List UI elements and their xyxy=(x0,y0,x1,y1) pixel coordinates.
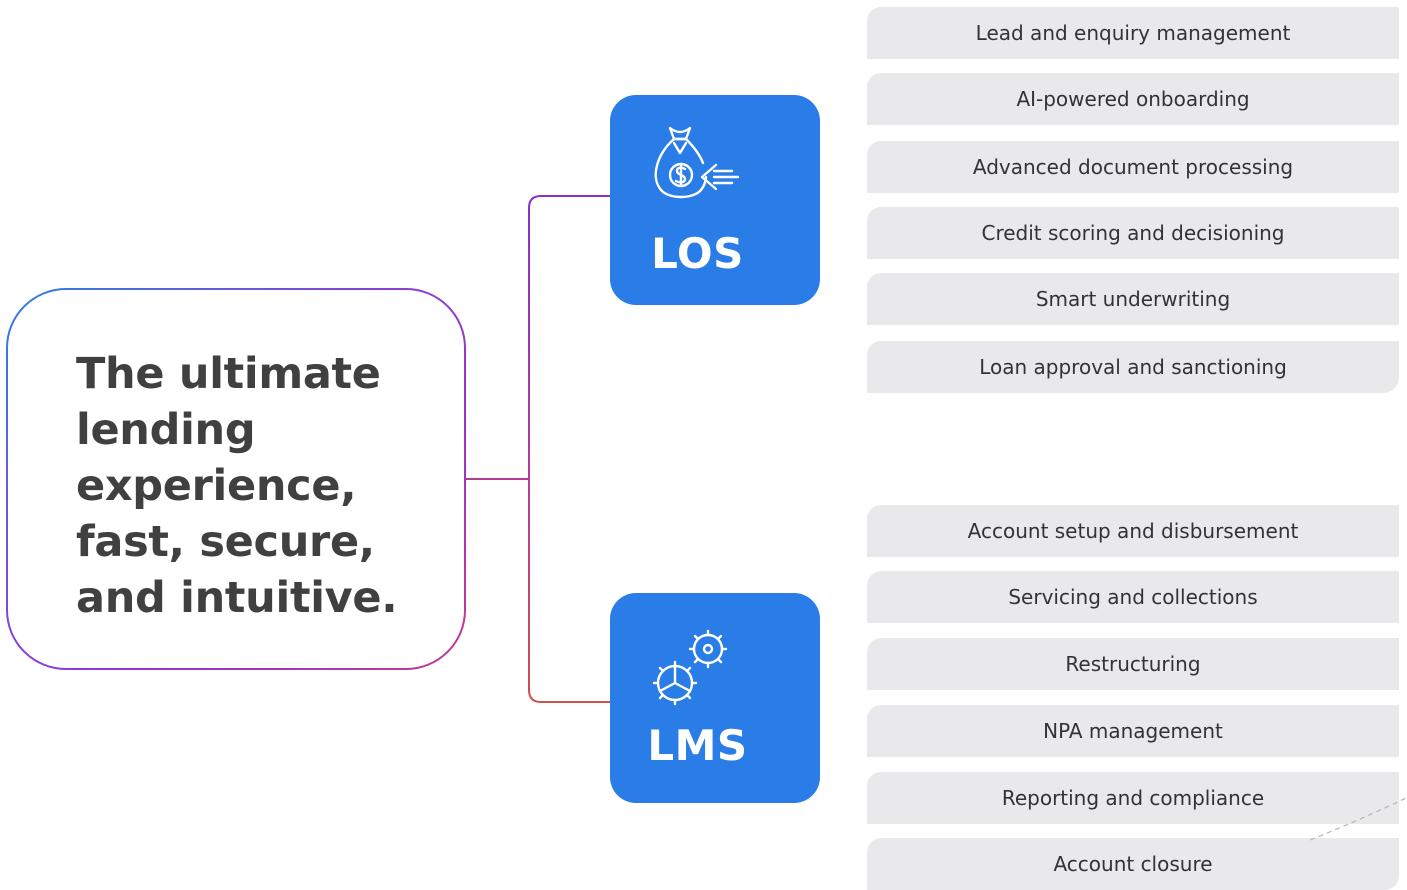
connector-trunk-to-los xyxy=(528,195,610,479)
los-feature-item: AI-powered onboarding xyxy=(867,73,1399,125)
lms-feature-item: Servicing and collections xyxy=(867,571,1399,623)
los-node: LOS xyxy=(610,95,820,305)
los-feature-item: Advanced document processing xyxy=(867,141,1399,193)
los-label: LOS xyxy=(651,229,744,278)
connector-trunk-to-lms xyxy=(528,479,610,703)
lms-feature-item: Account setup and disbursement xyxy=(867,505,1399,557)
los-feature-item: Loan approval and sanctioning xyxy=(867,341,1399,393)
lms-node: LMS xyxy=(610,593,820,803)
lms-feature-item: Reporting and compliance xyxy=(867,772,1399,824)
main-title: The ultimate lending experience, fast, s… xyxy=(76,349,398,623)
gears-icon xyxy=(652,629,728,706)
los-feature-item: Credit scoring and decisioning xyxy=(867,207,1399,259)
main-card: The ultimate lending experience, fast, s… xyxy=(6,288,466,670)
lms-feature-item: NPA management xyxy=(867,705,1399,757)
lms-label: LMS xyxy=(647,721,748,770)
los-feature-item: Lead and enquiry management xyxy=(867,7,1399,59)
lms-feature-item: Restructuring xyxy=(867,638,1399,690)
los-feature-item: Smart underwriting xyxy=(867,273,1399,325)
lms-feature-item: Account closure xyxy=(867,838,1399,890)
money-bag-icon xyxy=(654,126,740,199)
decorative-dashed-line xyxy=(1309,797,1407,841)
